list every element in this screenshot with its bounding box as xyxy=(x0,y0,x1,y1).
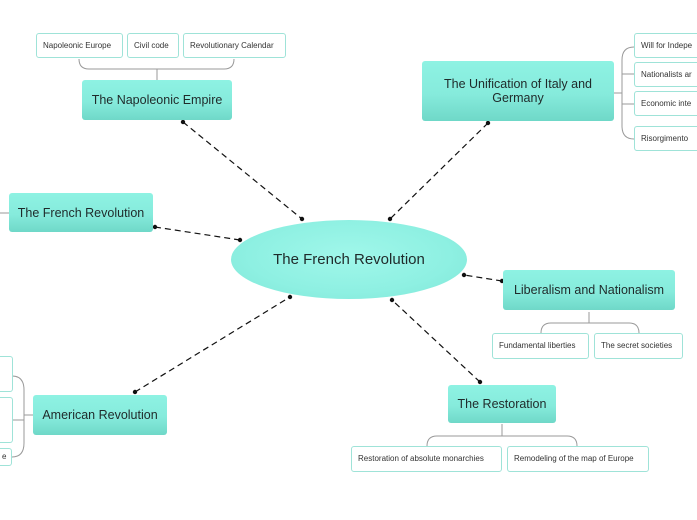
subtopic-map-of-europe[interactable]: Remodeling of the map of Europe xyxy=(507,446,649,472)
subtopic-fundamental-liberties[interactable]: Fundamental liberties xyxy=(492,333,589,359)
link-french-revolution xyxy=(154,226,241,241)
topic-label: Liberalism and Nationalism xyxy=(513,283,665,297)
link-unification xyxy=(389,122,489,220)
subtopic-nationalists[interactable]: Nationalists ar xyxy=(634,62,697,87)
bracket-unification xyxy=(621,46,635,140)
link-restoration xyxy=(391,299,481,383)
subtopic-economic-interests[interactable]: Economic inte xyxy=(634,91,697,116)
subtopic-napoleonic-europe[interactable]: Napoleonic Europe xyxy=(36,33,123,58)
bracket-liberalism xyxy=(540,322,640,334)
link-napoleonic xyxy=(182,121,303,220)
topic-label: The French Revolution xyxy=(17,205,145,220)
topic-label: The Napoleonic Empire xyxy=(91,93,223,107)
subtopic-american-1[interactable] xyxy=(0,356,13,392)
bracket-napoleonic xyxy=(78,58,235,70)
topic-liberalism-nationalism[interactable]: Liberalism and Nationalism xyxy=(503,270,675,310)
subtopic-will-for-independence[interactable]: Will for Indepe xyxy=(634,33,697,58)
subtopic-american-2[interactable] xyxy=(0,397,13,443)
bracket-american xyxy=(11,375,25,458)
topic-napoleonic-empire[interactable]: The Napoleonic Empire xyxy=(82,80,232,120)
topic-label: The Unification of Italy and Germany xyxy=(444,77,592,105)
link-liberalism xyxy=(463,274,503,282)
subtopic-secret-societies[interactable]: The secret societies xyxy=(594,333,683,359)
subtopic-absolute-monarchies[interactable]: Restoration of absolute monarchies xyxy=(351,446,502,472)
subtopic-revolutionary-calendar[interactable]: Revolutionary Calendar xyxy=(183,33,286,58)
topic-label: American Revolution xyxy=(42,408,158,422)
central-topic[interactable]: The French Revolution xyxy=(231,220,467,299)
topic-label: The Restoration xyxy=(457,397,547,411)
topic-american-revolution[interactable]: American Revolution xyxy=(33,395,167,435)
subtopic-american-3[interactable]: e xyxy=(0,448,12,466)
link-american xyxy=(134,296,291,393)
subtopic-risorgimento[interactable]: Risorgimento xyxy=(634,126,697,151)
topic-restoration[interactable]: The Restoration xyxy=(448,385,556,423)
topic-french-revolution[interactable]: The French Revolution xyxy=(9,193,153,232)
bracket-restoration xyxy=(426,435,578,447)
subtopic-civil-code[interactable]: Civil code xyxy=(127,33,179,58)
central-topic-label: The French Revolution xyxy=(273,251,425,268)
topic-unification[interactable]: The Unification of Italy and Germany xyxy=(422,61,614,121)
